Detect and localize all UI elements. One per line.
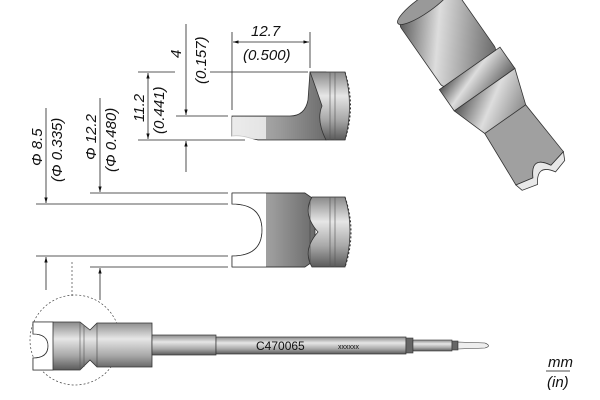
slot-in-label: (0.157) xyxy=(193,36,210,84)
outer-diameter-mm-label: Φ 12.2 xyxy=(83,113,100,160)
inner-diameter-in-label: (Φ 0.335) xyxy=(49,118,66,182)
front-view-tip xyxy=(231,192,352,268)
inner-diameter-mm-label: Φ 8.5 xyxy=(29,128,46,166)
isometric-tip-view xyxy=(397,0,566,191)
front-dimension-lines xyxy=(36,98,228,300)
units-legend: mm (in) xyxy=(546,354,573,391)
unit-mm-label: mm xyxy=(548,354,573,371)
part-marking-label: xxxxxx xyxy=(338,344,360,351)
width-in-label: (0.500) xyxy=(243,47,291,64)
part-number-label: C470065 xyxy=(256,339,305,353)
outer-diameter-in-label: (Φ 0.480) xyxy=(103,108,120,172)
side-view-tip xyxy=(231,71,351,141)
width-mm-label: 12.7 xyxy=(251,23,281,40)
height-in-label: (0.441) xyxy=(151,86,168,134)
unit-in-label: (in) xyxy=(547,374,569,391)
slot-mm-label: 4 xyxy=(168,50,185,58)
height-mm-label: 11.2 xyxy=(131,93,148,122)
full-tip-view xyxy=(29,294,489,386)
top-dimension-lines xyxy=(138,24,311,172)
